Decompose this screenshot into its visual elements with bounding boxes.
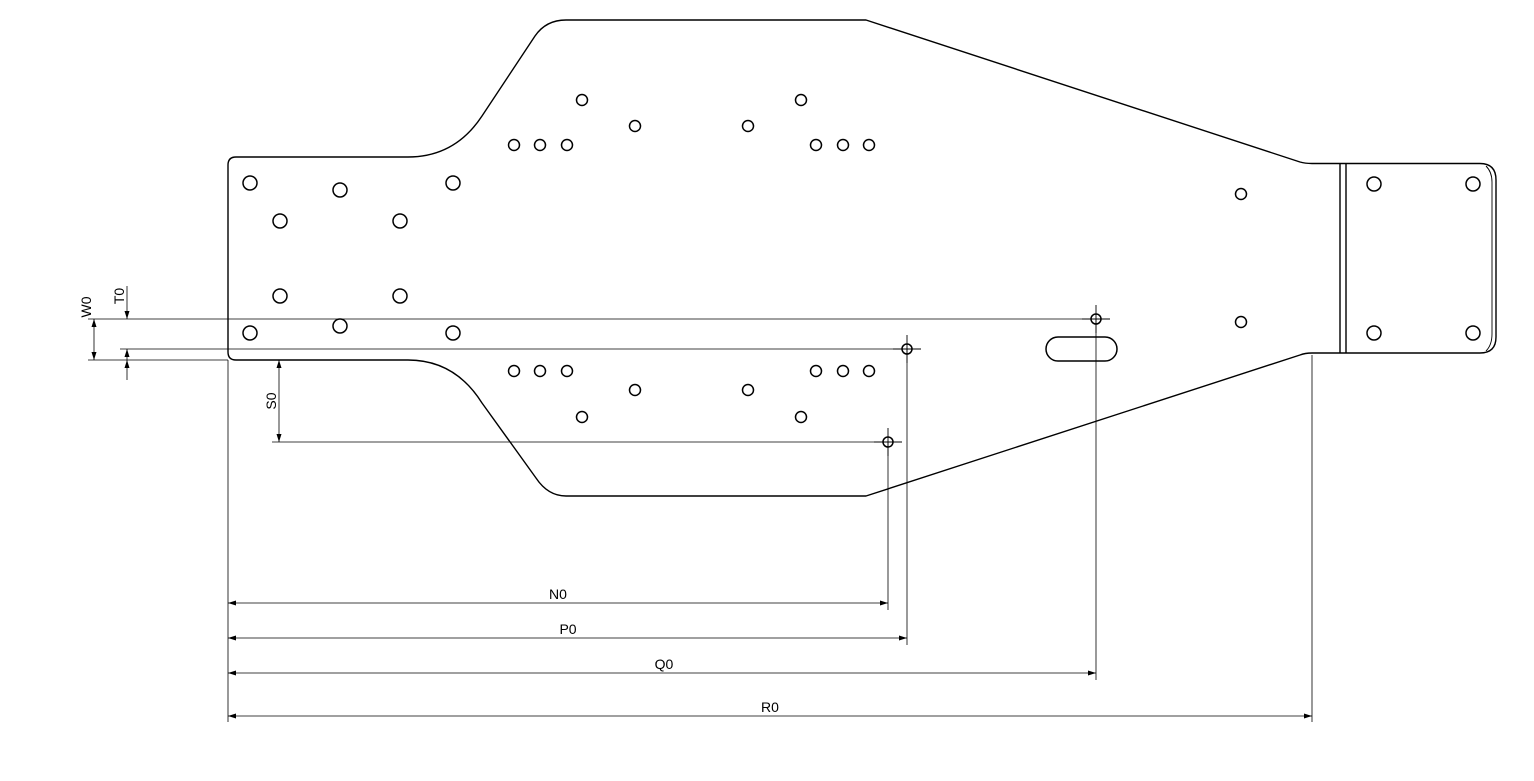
hole <box>628 119 642 133</box>
hole <box>836 364 850 378</box>
dimension-w0 <box>91 319 97 360</box>
mounting-holes-small-lower <box>507 315 1248 424</box>
plate-outline <box>227 19 1497 497</box>
hole <box>1465 325 1481 341</box>
hole <box>809 364 823 378</box>
dimension-label-q0: Q0 <box>655 656 674 672</box>
dimension-r0 <box>228 713 1312 719</box>
hole <box>507 364 521 378</box>
dimension-label-n0: N0 <box>549 586 567 602</box>
dimension-label-w0: W0 <box>78 296 94 317</box>
hole <box>507 138 521 152</box>
hole <box>1465 176 1481 192</box>
extension-lines <box>88 318 1313 722</box>
hole <box>1234 315 1248 329</box>
dimension-label-p0: P0 <box>559 621 576 637</box>
slot <box>1045 336 1118 362</box>
hole <box>575 410 589 424</box>
hole <box>1366 176 1382 192</box>
dimension-label-r0: R0 <box>761 699 779 715</box>
hole <box>836 138 850 152</box>
hole <box>560 364 574 378</box>
dimension-q0 <box>228 670 1096 676</box>
mounting-holes-large <box>242 175 461 341</box>
hole <box>862 364 876 378</box>
hole <box>741 119 755 133</box>
hole <box>741 383 755 397</box>
hole <box>445 325 461 341</box>
dimension-s0 <box>276 360 282 442</box>
dimension-label-t0: T0 <box>111 288 127 305</box>
dimension-label-s0: S0 <box>263 392 279 409</box>
hole <box>392 213 408 229</box>
hole <box>1366 325 1382 341</box>
hole <box>392 288 408 304</box>
dimension-t0 <box>124 286 130 380</box>
hole <box>445 175 461 191</box>
hole <box>272 213 288 229</box>
hole <box>809 138 823 152</box>
hole <box>560 138 574 152</box>
hole <box>862 138 876 152</box>
hole <box>533 364 547 378</box>
hole <box>628 383 642 397</box>
hole <box>332 318 348 334</box>
mounting-holes-small-upper <box>507 93 1248 201</box>
tab-holes <box>1366 176 1481 341</box>
hole <box>533 138 547 152</box>
dimension-n0 <box>228 600 888 606</box>
hole <box>794 410 808 424</box>
tab-edge-line <box>1485 165 1493 352</box>
hole <box>575 93 589 107</box>
hole <box>272 288 288 304</box>
hole <box>332 182 348 198</box>
hole <box>242 175 258 191</box>
dimension-p0 <box>228 635 907 641</box>
hole <box>794 93 808 107</box>
hole <box>1234 187 1248 201</box>
hole <box>242 325 258 341</box>
